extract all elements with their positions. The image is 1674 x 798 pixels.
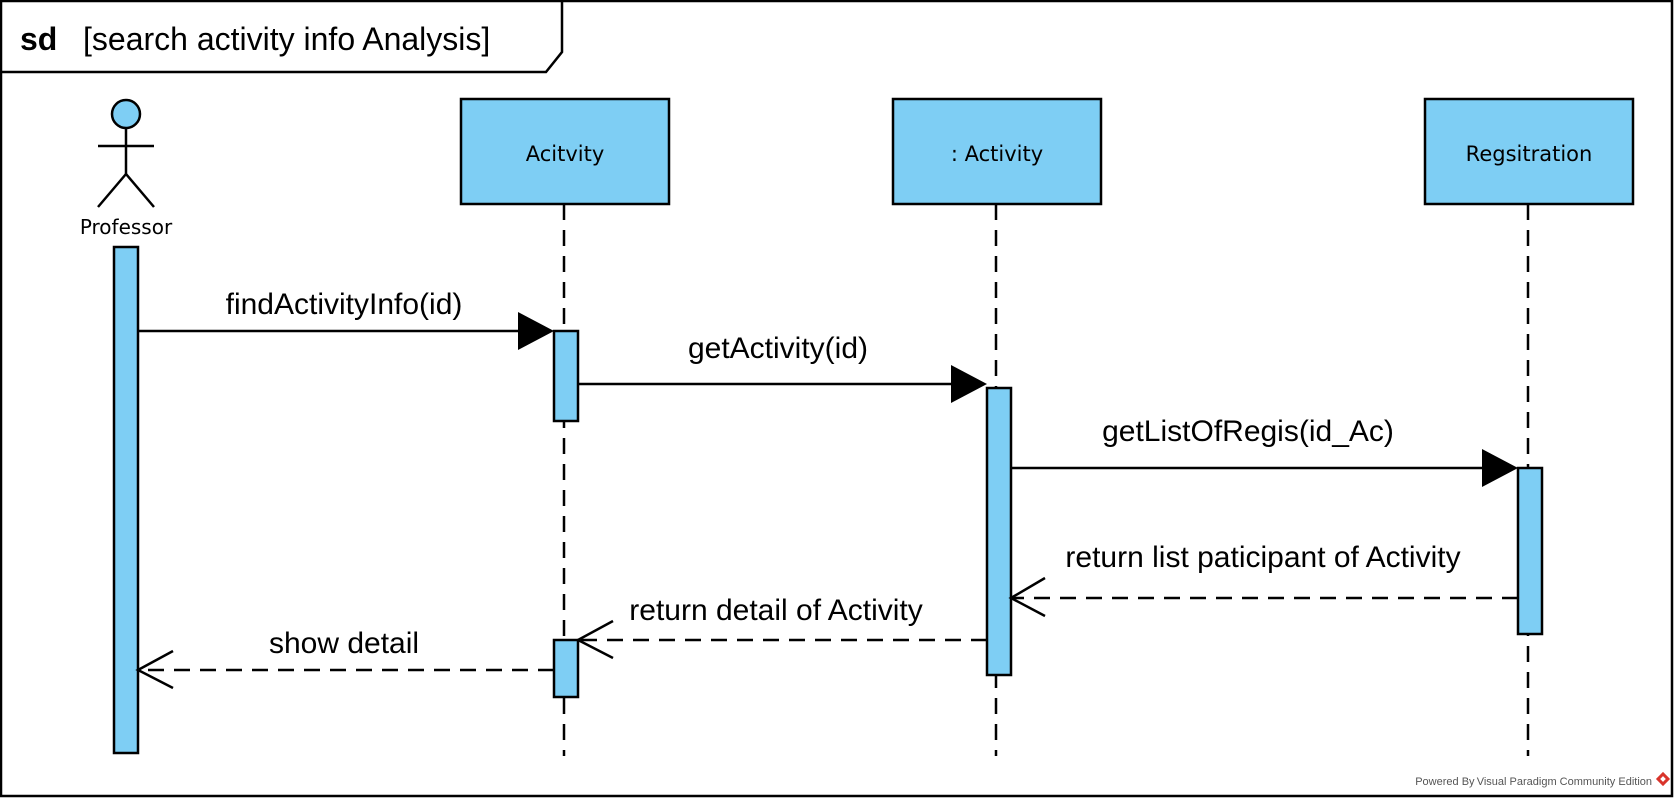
participant-activity[interactable]: : Activity [891, 97, 1103, 206]
actor-professor[interactable]: Professor [80, 98, 173, 239]
arrowhead-open-icon [575, 619, 614, 660]
frame-keyword: sd [20, 21, 57, 57]
participant-box [459, 97, 671, 206]
participant-regsitration[interactable]: Regsitration [1423, 97, 1635, 206]
arrowhead-open-icon [1008, 576, 1046, 618]
message-get-list-of-regis[interactable]: getListOfRegis(id_Ac) [1011, 415, 1518, 487]
participant-label: Regsitration [1466, 142, 1593, 166]
participant-acitvity[interactable]: Acitvity [459, 97, 671, 206]
message-label: return detail of Activity [629, 594, 922, 627]
message-label: show detail [269, 627, 419, 660]
activation-bar-professor [112, 245, 140, 755]
activation-bar-activity [985, 386, 1013, 677]
message-return-detail-activity[interactable]: return detail of Activity [575, 594, 987, 660]
arrowhead-open-icon [135, 649, 174, 690]
arrowhead-filled-icon [518, 312, 554, 350]
frame-title-tab [0, 0, 564, 74]
message-return-list-participant[interactable]: return list paticipant of Activity [1008, 541, 1518, 618]
activation-bar-acitvity-2 [552, 638, 580, 699]
frame-title: [search activity info Analysis] [83, 21, 490, 57]
message-label: getActivity(id) [688, 332, 868, 365]
participant-label: Acitvity [526, 142, 605, 166]
message-label: return list paticipant of Activity [1065, 541, 1460, 574]
activation-bar-regsitration [1516, 466, 1544, 636]
message-show-detail[interactable]: show detail [135, 627, 554, 690]
message-find-activity-info[interactable]: findActivityInfo(id) [138, 288, 554, 350]
arrowhead-filled-icon [1482, 449, 1518, 487]
powered-by-text: Powered By Visual Paradigm Community Edi… [1415, 776, 1652, 788]
actor-label: Professor [80, 215, 173, 239]
participant-box [1423, 97, 1635, 206]
activation-bar-acitvity-1 [552, 329, 580, 423]
message-label: getListOfRegis(id_Ac) [1102, 415, 1394, 448]
participant-label: : Activity [951, 142, 1043, 166]
arrowhead-filled-icon [951, 365, 987, 403]
actor-leg-left [97, 173, 127, 208]
visual-paradigm-logo-icon [1655, 771, 1671, 787]
participant-box [891, 97, 1103, 206]
message-label: findActivityInfo(id) [226, 288, 463, 321]
actor-leg-right [125, 173, 155, 208]
message-get-activity[interactable]: getActivity(id) [578, 332, 987, 403]
actor-head [110, 98, 142, 130]
